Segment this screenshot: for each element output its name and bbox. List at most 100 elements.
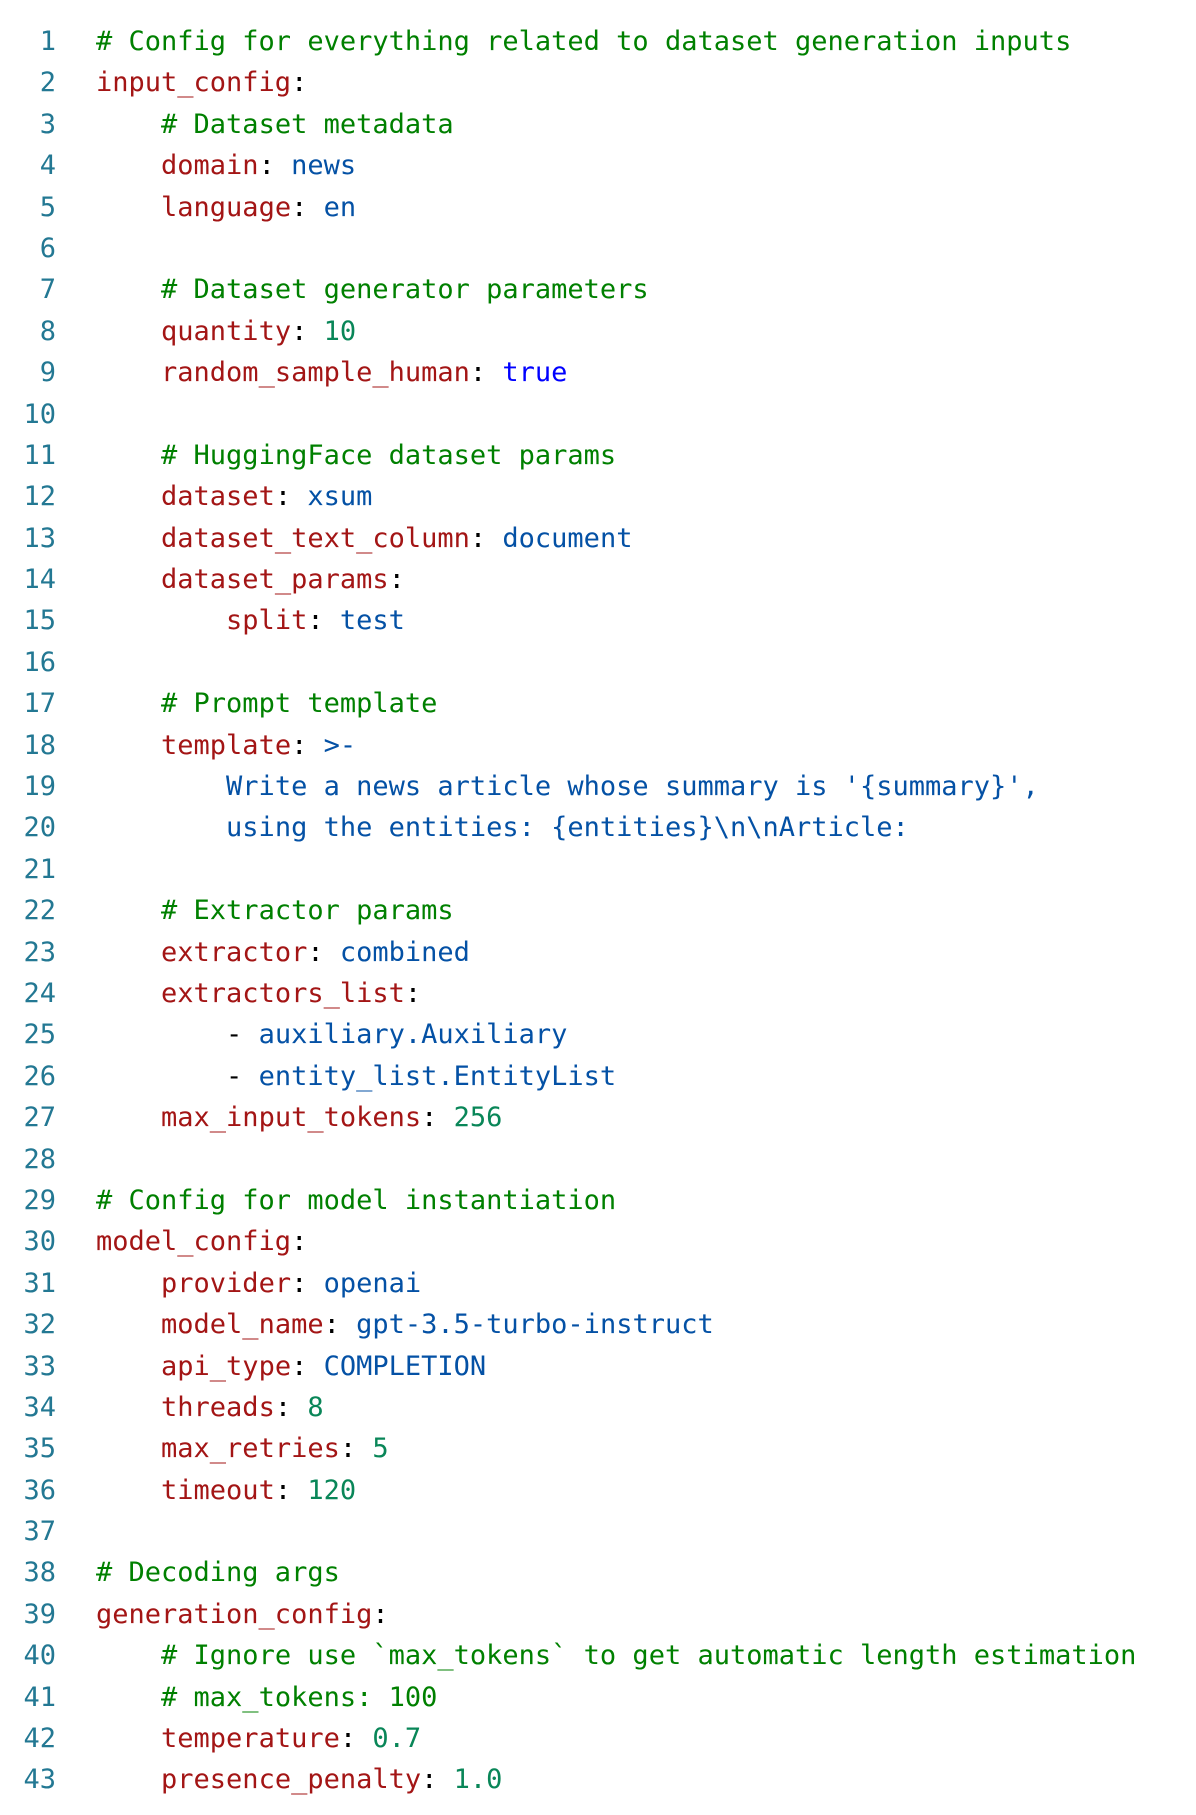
code-line[interactable]: 31 provider: openai — [0, 1263, 1196, 1304]
code-line[interactable]: 36 timeout: 120 — [0, 1470, 1196, 1511]
yaml-key: template — [161, 729, 292, 761]
code-line[interactable]: 13 dataset_text_column: document — [0, 518, 1196, 559]
code-line[interactable]: 11 # HuggingFace dataset params — [0, 435, 1196, 476]
code-line[interactable]: 1# Config for everything related to data… — [0, 21, 1196, 62]
yaml-separator: : — [291, 191, 324, 223]
code-line[interactable]: 40 # Ignore use `max_tokens` to get auto… — [0, 1635, 1196, 1676]
indent — [96, 1640, 161, 1671]
code-line[interactable]: 27 max_input_tokens: 256 — [0, 1097, 1196, 1138]
line-content: input_config: — [96, 62, 307, 103]
yaml-comment: # Extractor params — [161, 895, 454, 927]
code-line[interactable]: 20 using the entities: {entities}\n\nArt… — [0, 807, 1196, 848]
code-line[interactable]: 3 # Dataset metadata — [0, 104, 1196, 145]
yaml-key: max_retries — [161, 1433, 340, 1465]
line-content: - entity_list.EntityList — [96, 1056, 616, 1097]
code-line[interactable]: 9 random_sample_human: true — [0, 352, 1196, 393]
yaml-separator: : — [258, 150, 292, 182]
line-number: 2 — [39, 67, 56, 99]
code-line[interactable]: 21 — [0, 849, 1196, 890]
code-line[interactable]: 42 temperature: 0.7 — [0, 1718, 1196, 1759]
code-line[interactable]: 15 split: test — [0, 600, 1196, 641]
yaml-comment: # Dataset generator parameters — [161, 274, 649, 306]
code-line[interactable]: 4 domain: news — [0, 145, 1196, 186]
yaml-value: >- — [323, 729, 357, 761]
code-line[interactable]: 7 # Dataset generator parameters — [0, 269, 1196, 310]
code-line[interactable]: 33 api_type: COMPLETION — [0, 1346, 1196, 1387]
indent — [96, 1309, 161, 1340]
yaml-separator: : — [291, 1267, 324, 1299]
code-line[interactable]: 23 extractor: combined — [0, 932, 1196, 973]
yaml-key: domain — [161, 150, 259, 182]
code-line[interactable]: 6 — [0, 228, 1196, 269]
code-line[interactable]: 25 - auxiliary.Auxiliary — [0, 1014, 1196, 1055]
code-line[interactable]: 35 max_retries: 5 — [0, 1428, 1196, 1469]
code-line[interactable]: 8 quantity: 10 — [0, 311, 1196, 352]
line-content: max_retries: 5 — [96, 1428, 389, 1469]
line-number: 32 — [23, 1309, 56, 1341]
code-line[interactable]: 34 threads: 8 — [0, 1387, 1196, 1428]
indent — [96, 316, 161, 347]
yaml-separator: : — [388, 564, 405, 596]
yaml-value: 10 — [323, 315, 357, 347]
code-line[interactable]: 14 dataset_params: — [0, 559, 1196, 600]
yaml-separator: : — [421, 1102, 454, 1134]
code-line[interactable]: 38# Decoding args — [0, 1552, 1196, 1593]
code-line[interactable]: 12 dataset: xsum — [0, 476, 1196, 517]
line-number: 39 — [23, 1598, 56, 1630]
yaml-separator: : — [307, 605, 340, 637]
line-number: 3 — [39, 108, 56, 140]
code-line[interactable]: 19 Write a news article whose summary is… — [0, 766, 1196, 807]
code-line[interactable]: 29# Config for model instantiation — [0, 1180, 1196, 1221]
indent — [96, 109, 161, 140]
indent — [96, 1682, 161, 1713]
list-dash: - — [226, 1019, 259, 1051]
code-line[interactable]: 26 - entity_list.EntityList — [0, 1056, 1196, 1097]
line-number: 4 — [39, 150, 56, 182]
yaml-key: temperature — [161, 1723, 340, 1755]
indent — [96, 895, 161, 926]
yaml-key: dataset_text_column — [161, 522, 470, 554]
yaml-value: news — [291, 150, 357, 182]
code-line[interactable]: 43 presence_penalty: 1.0 — [0, 1759, 1196, 1800]
line-number: 24 — [23, 977, 56, 1009]
line-content: model_config: — [96, 1221, 307, 1262]
code-line[interactable]: 24 extractors_list: — [0, 973, 1196, 1014]
yaml-value: Write a news article whose summary is '{… — [226, 771, 1039, 803]
code-line[interactable]: 28 — [0, 1139, 1196, 1180]
code-line[interactable]: 2 input_config: — [0, 62, 1196, 103]
yaml-separator: : — [307, 936, 340, 968]
code-line[interactable]: 17 # Prompt template — [0, 683, 1196, 724]
yaml-value: openai — [323, 1267, 422, 1299]
yaml-value: auxiliary.Auxiliary — [258, 1019, 568, 1051]
yaml-separator: : — [291, 1226, 308, 1258]
code-line[interactable]: 37 — [0, 1511, 1196, 1552]
code-line[interactable]: 32 model_name: gpt-3.5-turbo-instruct — [0, 1304, 1196, 1345]
line-number: 11 — [23, 439, 56, 471]
yaml-key: dataset — [161, 481, 275, 513]
code-line[interactable]: 41 # max_tokens: 100 — [0, 1677, 1196, 1718]
yaml-separator: : — [469, 522, 503, 554]
line-number: 42 — [23, 1723, 56, 1755]
line-number: 1 — [39, 26, 56, 57]
indent — [96, 523, 161, 554]
yaml-separator: : — [339, 1723, 373, 1755]
line-number: 6 — [39, 232, 56, 264]
yaml-separator: : — [291, 67, 308, 99]
line-number: 35 — [23, 1433, 56, 1465]
code-line[interactable]: 16 — [0, 642, 1196, 683]
line-content: extractors_list: — [96, 973, 421, 1014]
line-number: 15 — [23, 605, 56, 637]
line-content: - auxiliary.Auxiliary — [96, 1014, 567, 1055]
code-line[interactable]: 10 — [0, 394, 1196, 435]
code-line[interactable]: 5 language: en — [0, 187, 1196, 228]
code-line[interactable]: 18 template: >- — [0, 725, 1196, 766]
line-number: 33 — [23, 1350, 56, 1382]
line-number: 20 — [23, 812, 56, 844]
code-line[interactable]: 22 # Extractor params — [0, 890, 1196, 931]
yaml-value: 8 — [307, 1391, 324, 1423]
yaml-comment: # Config for model instantiation — [96, 1184, 617, 1216]
indent — [96, 440, 161, 471]
